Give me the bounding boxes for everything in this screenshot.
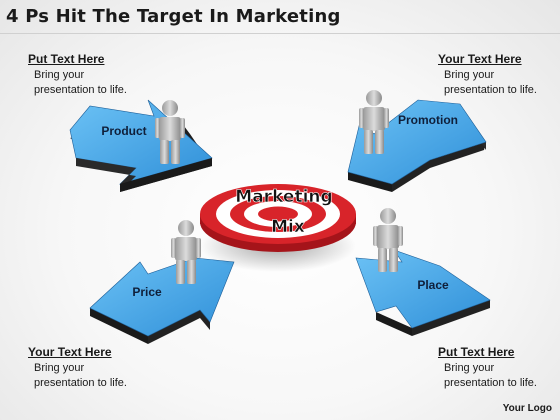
- arrow-edge: [76, 158, 136, 192]
- person-figure-price: [171, 220, 201, 284]
- callout-line: presentation to life.: [34, 84, 127, 96]
- callout-body: Bring your presentation to life.: [28, 68, 168, 98]
- arrow-edge: [392, 142, 486, 192]
- arrow-edge: [348, 172, 392, 192]
- center-label-line1: Marketing: [235, 187, 332, 207]
- callout-body: Bring your presentation to life.: [438, 68, 560, 98]
- arrow-face: [89, 255, 235, 337]
- callout-heading: Put Text Here: [28, 52, 105, 66]
- callout-line: presentation to life.: [444, 377, 537, 389]
- promotion-label: Promotion: [398, 113, 458, 127]
- arrow-edge: [376, 312, 412, 336]
- arrow-edge: [148, 310, 200, 344]
- callout-line: presentation to life.: [34, 377, 127, 389]
- place-arrow: [355, 249, 491, 336]
- callout-body: Bring your presentation to life.: [438, 361, 560, 391]
- place-label: Place: [417, 278, 449, 292]
- callout-line: Bring your: [34, 362, 85, 374]
- callout-top-right: Your Text Here Bring your presentation t…: [438, 52, 560, 98]
- person-figure-product: [155, 100, 185, 164]
- page-title: 4 Ps Hit The Target In Marketing: [6, 6, 341, 27]
- product-arrow: [69, 99, 213, 192]
- person-figure-promotion: [359, 90, 389, 154]
- arrow-edge: [412, 300, 490, 336]
- target: [200, 184, 356, 272]
- callout-heading: Your Text Here: [438, 52, 522, 66]
- callout-line: Bring your: [34, 69, 85, 81]
- center-label-line2: Mix: [271, 217, 305, 237]
- callout-line: Bring your: [444, 69, 495, 81]
- arrow-edge: [90, 308, 148, 344]
- product-label: Product: [101, 124, 146, 138]
- callout-top-left: Put Text Here Bring your presentation to…: [28, 52, 168, 98]
- price-arrow: [89, 255, 235, 344]
- logo-text: Your Logo: [502, 403, 552, 414]
- title-divider: [0, 33, 560, 34]
- callout-heading: Put Text Here: [438, 345, 515, 359]
- callout-body: Bring your presentation to life.: [28, 361, 168, 391]
- callout-bottom-left: Your Text Here Bring your presentation t…: [28, 345, 168, 391]
- arrow-edge: [200, 310, 210, 330]
- arrow-edge: [120, 158, 212, 192]
- callout-line: presentation to life.: [444, 84, 537, 96]
- callout-bottom-right: Put Text Here Bring your presentation to…: [438, 345, 560, 391]
- price-label: Price: [132, 285, 162, 299]
- target-bullseye: [258, 206, 298, 222]
- person-figure-place: [373, 208, 403, 272]
- callout-line: Bring your: [444, 362, 495, 374]
- callout-heading: Your Text Here: [28, 345, 112, 359]
